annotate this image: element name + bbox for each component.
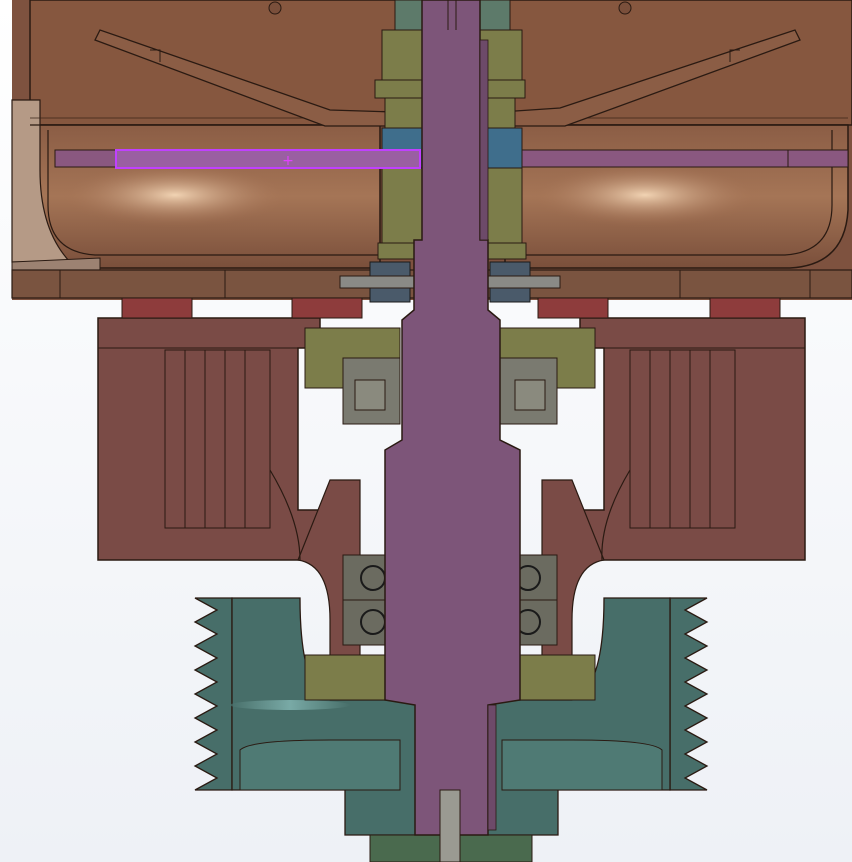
- bearing-housing: [97, 317, 806, 661]
- selected-part-outline[interactable]: +: [115, 149, 421, 169]
- rubber-dampers: [121, 297, 781, 319]
- ball-bearings: [342, 357, 558, 646]
- pulley: [193, 597, 709, 862]
- drive-shaft: [384, 0, 521, 862]
- selection-marker: +: [282, 153, 294, 169]
